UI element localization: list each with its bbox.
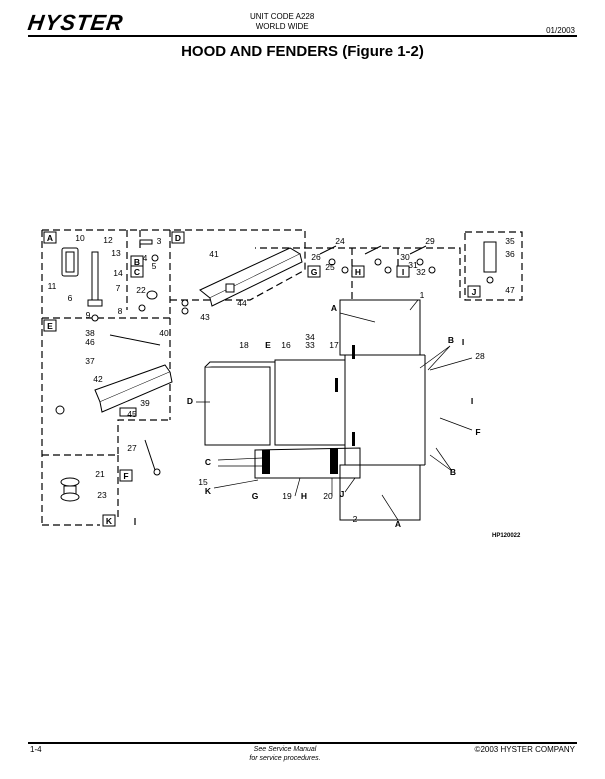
unit-code: UNIT CODE A228 [250, 12, 315, 21]
svg-text:25: 25 [325, 262, 335, 272]
svg-text:44: 44 [237, 298, 247, 308]
svg-text:11: 11 [48, 281, 57, 291]
svg-text:45: 45 [127, 409, 137, 419]
svg-text:15: 15 [198, 477, 208, 487]
svg-text:26: 26 [311, 252, 321, 262]
revision-date: 01/2003 [546, 26, 575, 35]
svg-text:28: 28 [475, 351, 485, 361]
svg-text:33: 33 [305, 340, 315, 350]
view-f-label: F [123, 471, 128, 481]
page-title: HOOD AND FENDERS (Figure 1-2) [181, 43, 424, 60]
figure-reference: HP120022 [492, 533, 521, 539]
header-rule [28, 35, 577, 37]
svg-text:1: 1 [420, 290, 425, 300]
copyright: ©2003 HYSTER COMPANY [474, 745, 575, 754]
svg-text:40: 40 [159, 328, 169, 338]
svg-text:20: 20 [323, 491, 333, 501]
svg-text:B: B [448, 335, 454, 345]
svg-text:H: H [301, 491, 307, 501]
svg-text:3: 3 [157, 236, 162, 246]
svg-text:A: A [395, 519, 401, 529]
svg-text:43: 43 [200, 312, 210, 322]
view-i-label: I [402, 267, 404, 277]
svg-text:17: 17 [329, 340, 339, 350]
svg-text:38: 38 [85, 328, 95, 338]
svg-text:5: 5 [152, 261, 157, 271]
svg-text:J: J [340, 489, 345, 499]
svg-text:B: B [450, 467, 456, 477]
region: WORLD WIDE [255, 22, 309, 31]
svg-text:A: A [331, 303, 337, 313]
svg-text:30: 30 [400, 252, 410, 262]
svg-text:23: 23 [97, 490, 107, 500]
svg-text:D: D [187, 396, 193, 406]
service-note: See Service Manual for service procedure… [200, 745, 370, 763]
svg-text:36: 36 [505, 249, 515, 259]
svg-text:F: F [475, 427, 480, 437]
view-b-label: B [134, 257, 140, 267]
svg-text:39: 39 [140, 398, 150, 408]
svg-text:18: 18 [239, 340, 249, 350]
svg-text:6: 6 [68, 293, 73, 303]
svg-text:16: 16 [281, 340, 291, 350]
svg-text:7: 7 [116, 283, 121, 293]
view-a-label: A [47, 233, 53, 243]
svg-text:13: 13 [111, 248, 121, 258]
svg-text:K: K [205, 486, 212, 496]
view-h-label: H [355, 267, 361, 277]
svg-text:I: I [462, 337, 464, 347]
svg-text:32: 32 [416, 267, 426, 277]
svg-text:34: 34 [305, 332, 315, 342]
svg-text:41: 41 [209, 249, 219, 259]
svg-text:22: 22 [136, 285, 146, 295]
svg-text:14: 14 [113, 268, 123, 278]
svg-text:31: 31 [408, 260, 418, 270]
svg-text:21: 21 [95, 469, 105, 479]
page-number: 1-4 [30, 745, 42, 754]
view-g-label: G [311, 267, 318, 277]
svg-text:12: 12 [103, 235, 113, 245]
svg-text:46: 46 [85, 337, 95, 347]
view-c-label: C [134, 267, 140, 277]
view-d-label: D [175, 233, 181, 243]
footer-rule [28, 742, 577, 744]
svg-text:24: 24 [335, 236, 345, 246]
svg-text:G: G [252, 491, 259, 501]
svg-text:29: 29 [425, 236, 435, 246]
svg-text:4: 4 [143, 253, 148, 263]
svg-text:42: 42 [93, 374, 103, 384]
svg-text:9: 9 [86, 310, 91, 320]
svg-text:35: 35 [505, 236, 515, 246]
svg-text:2: 2 [353, 514, 358, 524]
view-k-label: K [106, 516, 113, 526]
view-j-label: J [472, 287, 477, 297]
svg-text:19: 19 [282, 491, 292, 501]
service-note-line2: for service procedures. [249, 755, 321, 762]
svg-text:8: 8 [118, 306, 123, 316]
svg-text:27: 27 [127, 443, 137, 453]
svg-text:I: I [471, 396, 473, 406]
svg-text:10: 10 [75, 233, 85, 243]
svg-text:37: 37 [85, 356, 95, 366]
view-e-label: E [47, 321, 53, 331]
unit-code-block: UNIT CODE A228 WORLD WIDE [250, 12, 314, 32]
svg-text:E: E [265, 340, 271, 350]
service-note-line1: See Service Manual [253, 746, 317, 753]
svg-text:C: C [205, 457, 211, 467]
svg-text:47: 47 [505, 285, 515, 295]
